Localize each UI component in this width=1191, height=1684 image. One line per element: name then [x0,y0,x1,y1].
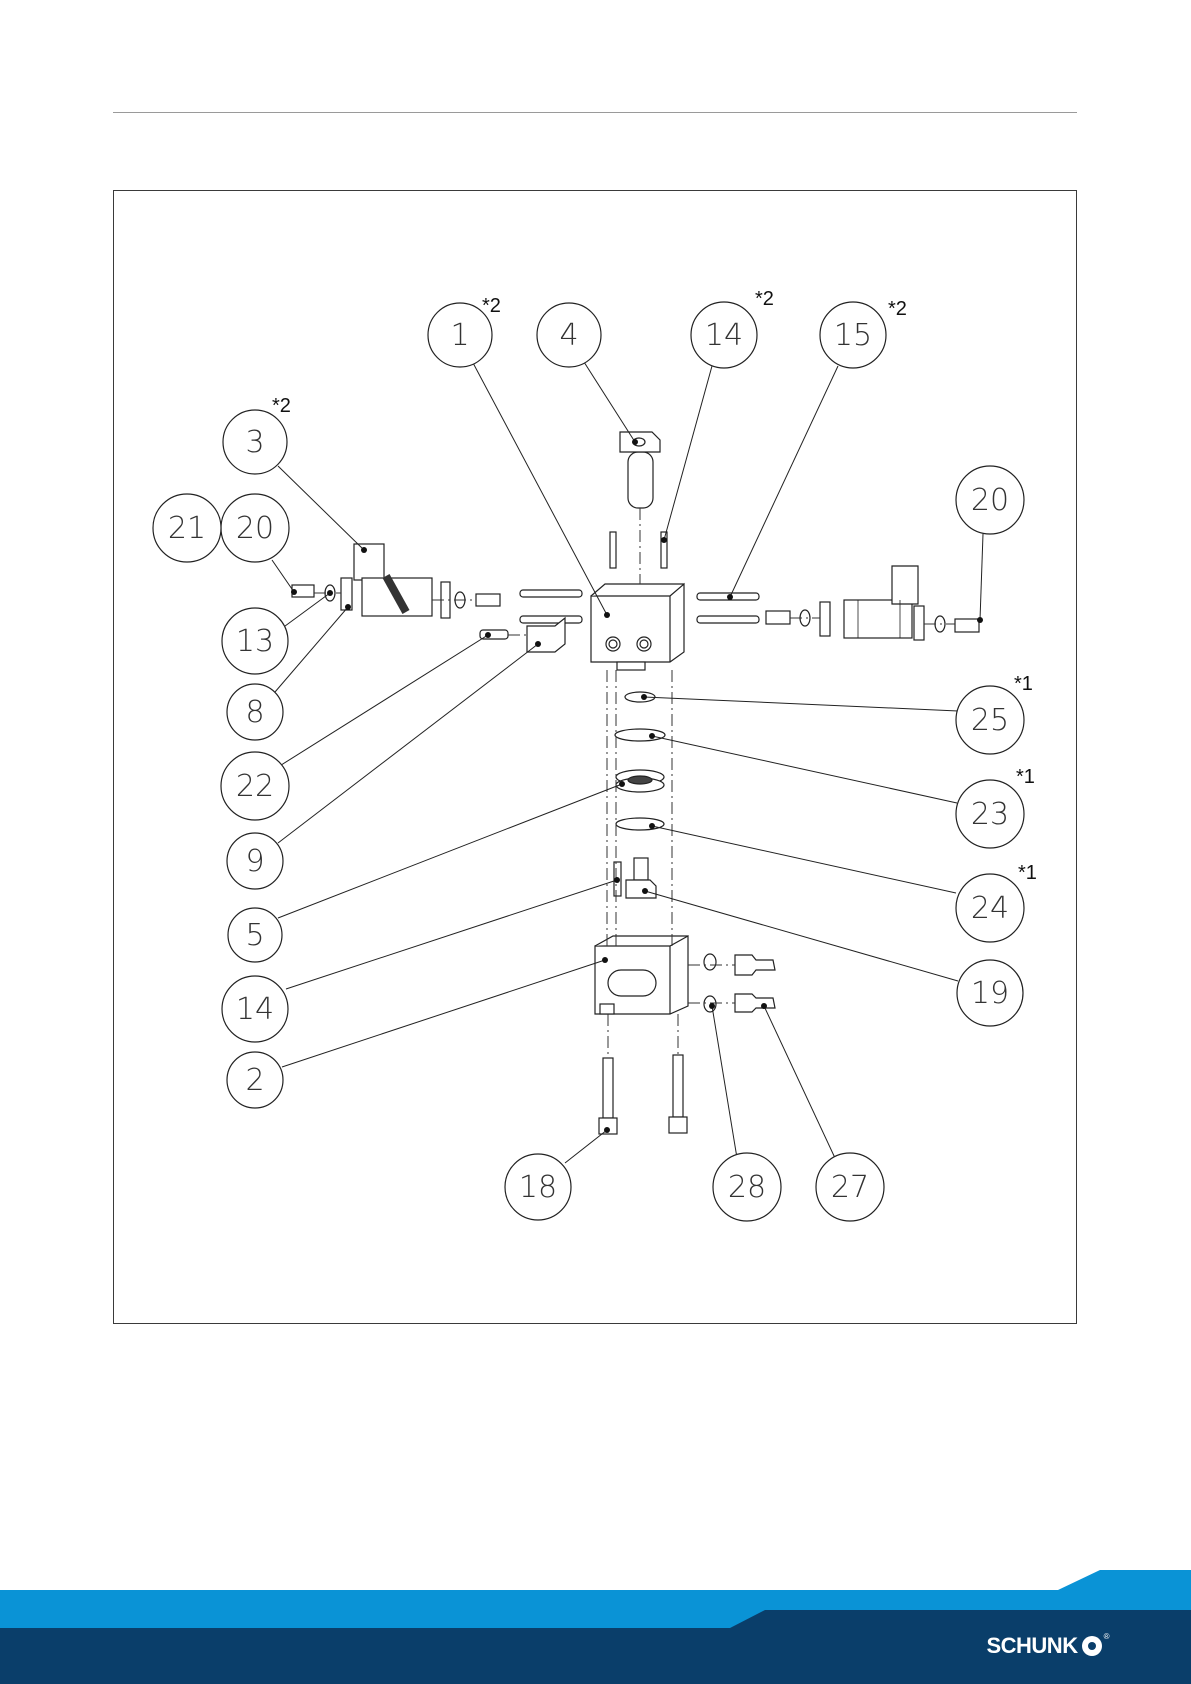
callout-label: 23 [971,797,1009,832]
pin-left-top [610,532,616,568]
rod-right-lower [697,616,759,623]
callout-label: 13 [236,624,274,659]
oring-24 [616,818,664,830]
callout-label: 3 [245,425,264,460]
callout-label: 21 [168,511,206,546]
part-1-upper-housing [591,584,684,670]
part-5-bearing [616,770,664,792]
screw-left [476,594,500,606]
footer-band [0,1570,1191,1684]
callout-label: 28 [728,1170,766,1205]
callout-label: 4 [559,318,578,353]
callout-label: 9 [245,844,264,879]
fitting-upper [735,955,775,975]
brand-name: SCHUNK [986,1633,1077,1659]
rod-left-upper [520,590,582,597]
part-2-lower-housing [595,936,688,1014]
screw-20-right [955,619,979,632]
callout-label: 14 [236,992,274,1027]
part-19-piston [626,858,656,898]
callout-label: 18 [519,1170,557,1205]
screw-right [766,611,790,624]
callout-note: *1 [1016,766,1035,788]
callout-label: 27 [831,1170,869,1205]
callout-note: *1 [1018,862,1037,884]
schunk-logo: SCHUNK ® [986,1632,1109,1660]
callout-label: 22 [236,769,274,804]
callout-label: 1 [450,318,469,353]
callout-label: 20 [236,511,274,546]
callout-note: *2 [272,395,291,417]
callout-label: 5 [245,918,264,953]
callout-label: 2 [245,1063,264,1098]
washer-28-upper [704,954,716,970]
callout-label: 8 [245,695,264,730]
callout-note: *2 [482,295,501,317]
callout-label: 14 [705,318,743,353]
part-27-fitting [735,994,775,1012]
callout-label: 20 [971,483,1009,518]
brand-mark-icon [1082,1636,1102,1656]
right-bracket [820,566,924,640]
part-18-screws [599,1055,687,1134]
oring-23 [615,729,665,741]
rod-left-lower [520,616,582,623]
callout-note: *2 [755,288,774,310]
callout-label: 19 [971,976,1009,1011]
callout-note: *2 [888,298,907,320]
part-3-left-bracket [341,544,450,618]
part-4-handle [620,432,660,508]
callout-label: 25 [971,703,1009,738]
callout-label: 15 [834,318,872,353]
registered-mark: ® [1104,1632,1109,1641]
callout-note: *1 [1014,673,1033,695]
callout-label: 24 [971,891,1009,926]
